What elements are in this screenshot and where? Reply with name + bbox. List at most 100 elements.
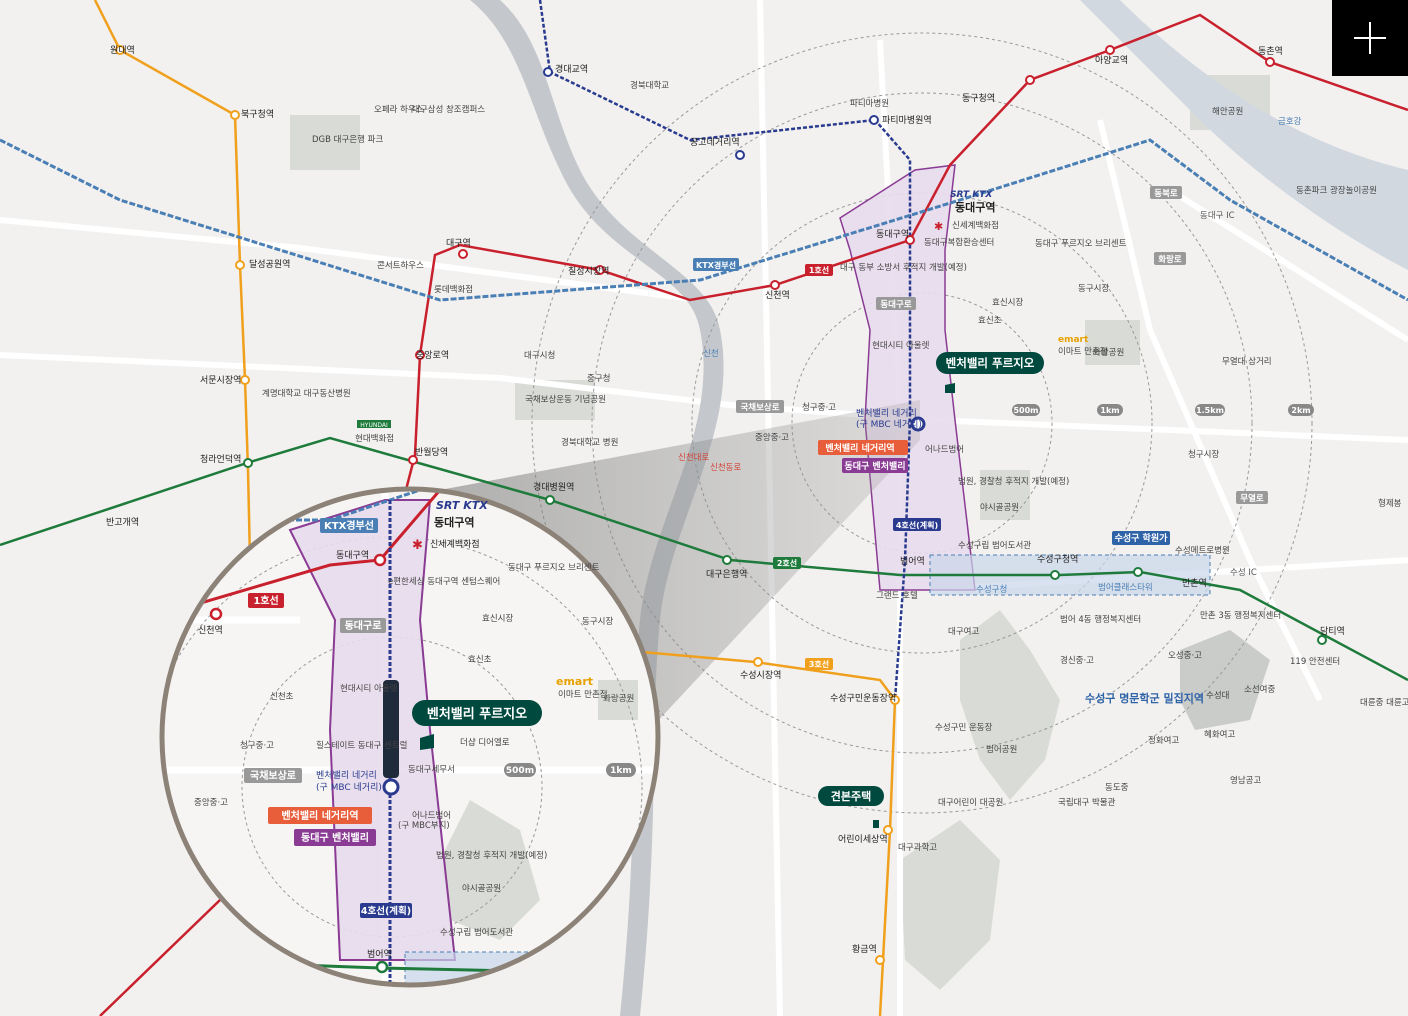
landmark-startup: 대구삼성 창조캠퍼스 bbox=[412, 104, 485, 115]
landmark-daegu-girls: 대구여고 bbox=[948, 626, 979, 637]
callout-venture-valley-main: 동대구 벤처밸리 bbox=[842, 458, 908, 473]
zoom-in-button[interactable] bbox=[1332, 0, 1408, 76]
landmark-eonadeu: 어나드범어 bbox=[925, 444, 964, 455]
station-suseonggucheong: 수성구청역 bbox=[1037, 554, 1078, 565]
landmark-beomeo-tower: 범어클래스타워 bbox=[1098, 582, 1153, 593]
landmark-suseong-center: 수성메트로병원 bbox=[1175, 546, 1230, 556]
zoom-emart-logo: emart bbox=[556, 675, 593, 688]
landmark-yasigol: 야시골공원 bbox=[980, 502, 1019, 513]
station-dalseong: 달성공원역 bbox=[249, 258, 290, 270]
landmark-junggu: 중구청 bbox=[587, 374, 610, 384]
callout-model-house: 견본주택 bbox=[818, 786, 884, 828]
landmark-keimyung: 계명대학교 대구동산병원 bbox=[262, 388, 351, 399]
station-chilseong: 칠성시장역 bbox=[568, 266, 609, 277]
zoom-ktx-badge: KTX경부선 bbox=[324, 519, 374, 532]
road-hwarang: 화랑로 bbox=[1158, 254, 1182, 265]
callout-prugio-main-text: 벤처밸리 푸르지오 bbox=[946, 356, 1035, 370]
zoom-star-icon: ✱ bbox=[412, 538, 423, 553]
landmark-soseon: 소선여중 bbox=[1244, 684, 1275, 695]
venture-station-main-text: 벤처밸리 네거리역 bbox=[825, 442, 894, 454]
zoom-suseong-lib: 수성구립 범어도서관 bbox=[440, 927, 513, 938]
station-beomeo: 범어역 bbox=[900, 556, 925, 567]
zoom-road-dongdaegu: 동대구로 bbox=[345, 619, 382, 632]
zoom-hwarang: 화랑공원 bbox=[603, 693, 634, 704]
landmark-dong-ic: 동대구 IC bbox=[1200, 211, 1235, 221]
line4-badge: 4호선(계획) bbox=[896, 520, 938, 530]
zoom-ring-500m: 500m bbox=[506, 766, 534, 776]
landmark-geumho: 금호강 bbox=[1278, 116, 1302, 127]
zoom-line4-badge: 4호선(계획) bbox=[361, 905, 411, 917]
station-kyungdae: 경대교역 bbox=[555, 63, 588, 75]
station-paty: 파티마병원역 bbox=[882, 115, 932, 126]
landmark-knu-hosp: 경북대학교 병원 bbox=[561, 437, 618, 448]
landmark-grand-hotel: 그랜드 호텔 bbox=[876, 590, 918, 601]
zoom-station-dongdaegu: 동대구역 bbox=[336, 550, 369, 561]
model-house-text: 견본주택 bbox=[831, 789, 871, 803]
callout-academy: 수성구 학원가 bbox=[1112, 531, 1170, 545]
landmark-opera: 오페라 하우스 bbox=[374, 104, 424, 115]
landmark-yeongnam: 영남공고 bbox=[1230, 775, 1261, 786]
station-dongdaegu: 동대구역 bbox=[876, 229, 909, 240]
landmark-suseong-sports: 수성구민 운동장 bbox=[935, 722, 993, 733]
landmark-daegu-market: 대구시청 bbox=[524, 351, 555, 361]
station-gyeongdae-hosp: 경대병원역 bbox=[533, 481, 574, 493]
ktx-station-main: 동대구역 bbox=[955, 200, 995, 214]
zoom-venture-neg: 벤처밸리 네거리 bbox=[316, 769, 377, 781]
landmark-beomeo4: 범어 4동 행정복지센터 bbox=[1060, 614, 1141, 625]
station-dongchon: 동촌역 bbox=[1258, 46, 1283, 57]
ring-2km: 2km bbox=[1291, 406, 1310, 415]
landmark-beomeo-park: 범어공원 bbox=[986, 744, 1017, 755]
line4-path bbox=[538, 0, 912, 701]
station-jungang: 중앙로역 bbox=[416, 349, 449, 361]
landmark-gukchae-park: 국채보상운동 기념공원 bbox=[525, 394, 606, 405]
station-hwanggeum: 황금역 bbox=[852, 944, 877, 955]
station-venture-neg2: (구 MBC 네거리) bbox=[856, 419, 922, 430]
zoom-road-gukchae: 국채보상로 bbox=[250, 769, 296, 782]
zoom-callout-venture-valley: 동대구 벤처밸리 bbox=[294, 829, 376, 846]
zoom-hillstate: 힐스테이트 동대구 센트럴 bbox=[316, 740, 408, 751]
landmark-dongchon-park: 동촌파크 광장놀이공원 bbox=[1296, 185, 1377, 196]
zoom-hyundai-city: 현대시티 아울렛 bbox=[340, 683, 398, 694]
landmark-concert: 콘서트하우스 bbox=[377, 260, 424, 271]
station-suseong-market: 수성시장역 bbox=[740, 670, 781, 681]
landmark-fire: 대구 동부 소방서 후적지 개발(예정) bbox=[840, 262, 967, 273]
station-daegu-eunhaeng: 대구은행역 bbox=[706, 568, 747, 580]
landmark-suseong-lib: 수성구립 범어도서관 bbox=[958, 540, 1031, 551]
zoom-eonadeu2: (구 MBC부지) bbox=[398, 821, 450, 831]
landmark-jungang-school: 중앙중·고 bbox=[755, 432, 789, 443]
landmark-hyosin: 효신시장 bbox=[992, 297, 1023, 308]
station-gonggo: 공고네거리역 bbox=[690, 137, 740, 148]
landmark-suseong-ic: 수성 IC bbox=[1230, 568, 1257, 578]
zoom-prugio: 동대구 푸르지오 브리센트 bbox=[508, 562, 600, 573]
ktx-logo-main: SRT KTX bbox=[950, 190, 993, 200]
zoom-venture-valley-text: 동대구 벤처밸리 bbox=[301, 831, 369, 844]
zoom-emart: 이마트 만촌점 bbox=[558, 689, 608, 700]
ring-500m: 500m bbox=[1013, 406, 1038, 415]
landmark-jeonghwa: 정화여고 bbox=[1148, 735, 1179, 746]
shinsegae-main: 신세계백화점 bbox=[952, 220, 999, 231]
landmark-haean: 해안공원 bbox=[1212, 106, 1243, 117]
zoom-station-sincheon: 신천역 bbox=[198, 625, 223, 636]
zoom-eonadeu: 어나드범어 bbox=[412, 810, 451, 821]
landmark-cheonggu-market: 청구시장 bbox=[1188, 449, 1219, 460]
zoom-donggu-market: 동구시장 bbox=[582, 616, 613, 627]
landmark-suseong-univ: 수성대 bbox=[1206, 691, 1229, 701]
landmark-court: 법원, 경찰청 후적지 개발(예정) bbox=[958, 476, 1069, 487]
station-ayanggyo: 아양교역 bbox=[1095, 55, 1128, 66]
ring-1km: 1km bbox=[1100, 406, 1119, 415]
landmark-murroe: 무열대 삼거리 bbox=[1222, 356, 1272, 367]
zoom-ecenter: e편한세상 동대구역 센텀스퀘어 bbox=[388, 576, 500, 587]
station-venture-neg: 벤처밸리 네거리 bbox=[856, 407, 917, 419]
landmark-fatima: 파티마병원 bbox=[850, 99, 889, 109]
ktx-badge: KTX경부선 bbox=[696, 260, 736, 270]
station-donggucheong: 동구청역 bbox=[962, 93, 995, 104]
landmark-sincheon-road: 신천대로 bbox=[678, 452, 709, 463]
emart-logo-main: emart bbox=[1058, 335, 1089, 345]
zoom-callout-prugio: 벤처밸리 푸르지오 bbox=[412, 700, 542, 750]
zoom-jungang-school: 중앙중·고 bbox=[194, 797, 228, 808]
zoom-yasigol: 야시골공원 bbox=[462, 883, 501, 894]
zoom-cheonggu-school: 청구중·고 bbox=[240, 741, 274, 751]
landmark-fire119: 119 안전센터 bbox=[1290, 656, 1340, 667]
hyundai-badge: HYUNDAI bbox=[360, 422, 388, 429]
landmark-prugio: 동대구 푸르지오 브리센트 bbox=[1035, 238, 1127, 249]
